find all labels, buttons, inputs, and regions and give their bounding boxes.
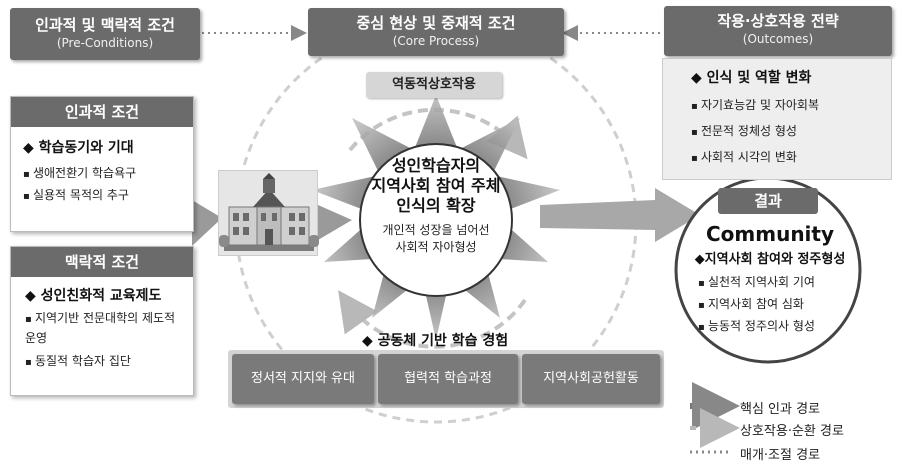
result-item: 지역사회 참여 심화	[698, 294, 858, 316]
arrow-building-to-center	[318, 205, 352, 240]
result-label: 결과	[718, 188, 818, 214]
result-title: Community	[705, 222, 835, 246]
contextual-item: 지역기반 전문대학의 제도적운영	[25, 309, 185, 347]
header-core-title: 중심 현상 및 중재적 조건	[356, 14, 516, 32]
header-core-sub: (Core Process)	[392, 34, 480, 48]
center-title-line: 성인학습자의	[391, 156, 481, 175]
causal-item: 생애전환기 학습욕구	[23, 163, 181, 185]
community-learning-heading: ◆ 공동체 기반 학습 경험	[362, 333, 509, 349]
result-content: Community ◆지역사회 참여와 정주형성 실천적 지역사회 기여 지역사…	[682, 220, 858, 338]
center-text: 성인학습자의 지역사회 참여 주체 인식의 확장 개인적 성장을 넘어선 사회적…	[360, 156, 512, 256]
contextual-heading: ◆ 성인친화적 교육제도	[25, 288, 162, 304]
causal-heading: ◆ 학습동기와 기대	[23, 140, 134, 156]
strategy-heading: ◆ 인식 및 역할 변화	[691, 70, 812, 86]
arrow-left-into-building	[192, 200, 222, 246]
header-outcomes: 작용·상호작용 전략 (Outcomes)	[664, 6, 892, 56]
community-service-box: 지역사회공헌활동	[522, 354, 660, 404]
center-title-line: 인식의 확장	[396, 196, 476, 215]
strategy-item: 전문적 정체성 형성	[691, 119, 881, 145]
legend-mediation-label: 매개·조절 경로	[740, 448, 821, 463]
inner-cycle-arrow-bottom	[338, 290, 527, 349]
center-title-line: 지역사회 참여 주체	[371, 176, 501, 195]
result-item: 실천적 지역사회 기여	[698, 272, 858, 294]
strategy-panel: ◆ 인식 및 역할 변화 자기효능감 및 자아회복 전문적 정체성 형성 사회적…	[662, 58, 892, 180]
emotional-support-box: 정서적 지지와 유대	[232, 354, 374, 404]
header-out-sub: (Outcomes)	[742, 32, 814, 46]
header-pre-conditions: 인과적 및 맥락적 조건 (Pre-Conditions)	[10, 8, 200, 60]
header-out-title: 작용·상호작용 전략	[717, 12, 839, 30]
college-building-icon	[218, 170, 319, 256]
header-core-process: 중심 현상 및 중재적 조건 (Core Process)	[308, 8, 564, 56]
dynamic-interaction-label: 역동적상호작용	[366, 72, 502, 98]
causal-title: 인과적 조건	[11, 97, 193, 127]
strategy-item: 사회적 시각의 변화	[691, 145, 881, 171]
causal-conditions-panel: 인과적 조건 ◆ 학습동기와 기대 생애전환기 학습욕구 실용적 목적의 추구	[10, 96, 194, 232]
cooperative-learning-box: 협력적 학습과정	[378, 354, 518, 404]
strategy-item: 자기효능감 및 자아회복	[691, 93, 881, 119]
legend-core-label: 핵심 인과 경로	[740, 402, 821, 417]
header-pre-title: 인과적 및 맥락적 조건	[35, 16, 175, 34]
result-item: 능동적 정주의사 형성	[698, 316, 858, 338]
core-arrow-to-result	[540, 188, 700, 242]
center-sub-line: 개인적 성장을 넘어선	[382, 223, 490, 237]
result-heading: ◆지역사회 참여와 정주형성	[694, 252, 846, 267]
contextual-title: 맥락적 조건	[11, 247, 193, 277]
legend-interaction-label: 상호작용·순환 경로	[740, 424, 844, 439]
causal-item: 실용적 목적의 추구	[23, 185, 181, 207]
center-sub-line: 사회적 자아형성	[395, 240, 477, 254]
contextual-conditions-panel: 맥락적 조건 ◆ 성인친화적 교육제도 지역기반 전문대학의 제도적운영 동질적…	[10, 246, 194, 396]
center-circle	[359, 143, 513, 297]
header-pre-sub: (Pre-Conditions)	[56, 36, 154, 50]
contextual-item: 동질적 학습자 집단	[25, 347, 185, 373]
